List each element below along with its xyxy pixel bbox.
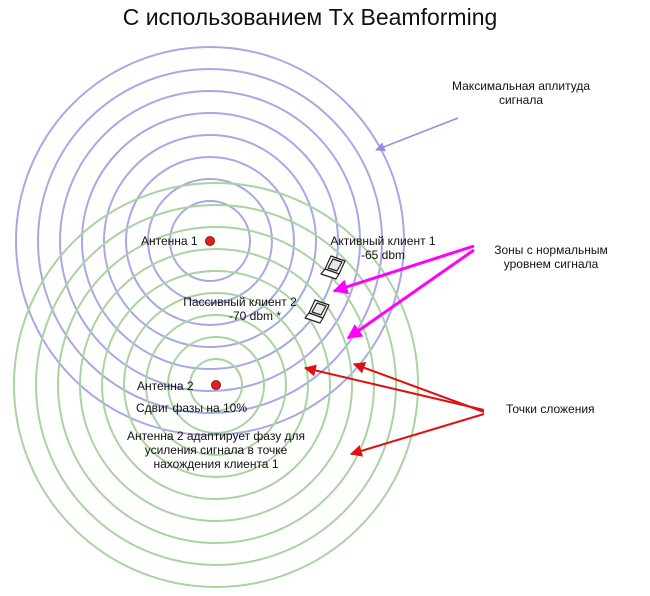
- antenna1-ring: [81, 112, 339, 370]
- antenna2-ring: [145, 314, 287, 456]
- passive-client-label: Пассивный клиент 2 -70 dbm *: [170, 295, 310, 323]
- antenna2-rings: [13, 182, 419, 588]
- normal-zone-arrow: [346, 248, 475, 340]
- antenna2-ring: [167, 336, 265, 434]
- antenna1-ring: [15, 46, 405, 436]
- antenna1-ring: [37, 68, 383, 414]
- adapt-note-line: нахождения клиента 1: [153, 457, 279, 471]
- antenna2-ring: [101, 270, 331, 500]
- active-client-label: Активный клиент 1 -65 dbm: [318, 234, 448, 262]
- active-client-name: Активный клиент 1: [330, 234, 436, 248]
- antenna1-ring: [59, 90, 361, 392]
- passive-client-name: Пассивный клиент 2: [183, 295, 297, 309]
- max-amplitude-line: Максимальная аплитуда: [452, 79, 590, 93]
- antenna2-ring: [79, 248, 353, 522]
- passive-client-signal: -70 dbm *: [228, 309, 282, 323]
- antenna2-ring: [13, 182, 419, 588]
- addition-point-arrow: [349, 413, 485, 457]
- antenna1-ring: [103, 134, 317, 348]
- antenna2-dot-icon: [211, 380, 221, 390]
- antenna1-label: Антенна 1: [141, 234, 198, 248]
- phase-shift-label: Сдвиг фазы на 10%: [136, 401, 247, 415]
- adapt-note-line: усиления сигнала в точке: [144, 443, 288, 457]
- laptop-icon: [304, 299, 330, 324]
- normal-zones-label: Зоны с нормальным уровнем сигнала: [476, 243, 626, 271]
- laptop-icon: [320, 255, 346, 280]
- normal-zones-line: уровнем сигнала: [503, 257, 599, 271]
- addition-points-label: Точки сложения: [506, 402, 595, 416]
- max-amplitude-arrow: [375, 117, 459, 152]
- antenna2-label: Антенна 2: [137, 379, 194, 393]
- max-amplitude-line: сигнала: [498, 93, 544, 107]
- normal-zones-line: Зоны с нормальным: [494, 243, 608, 257]
- antenna1-rings: [15, 46, 405, 436]
- antenna1-ring: [169, 200, 251, 282]
- max-amplitude-label: Максимальная аплитуда сигнала: [436, 79, 606, 107]
- antenna2-ring: [35, 204, 397, 566]
- addition-point-arrow: [303, 364, 485, 411]
- addition-point-arrow: [352, 362, 485, 413]
- antenna1-ring: [125, 156, 295, 326]
- antenna1-ring: [147, 178, 273, 304]
- antenna2-ring: [189, 358, 243, 412]
- normal-zone-arrow: [332, 244, 475, 295]
- antenna2-ring: [123, 292, 309, 478]
- active-client-signal: -65 dbm: [360, 248, 406, 262]
- page-title: С использованием Tx Beamforming: [122, 4, 498, 30]
- adapt-note-line: Антенна 2 адаптирует фазу для: [126, 429, 306, 443]
- adapt-note: Антенна 2 адаптирует фазу для усиления с…: [110, 429, 322, 471]
- antenna1-dot-icon: [205, 236, 215, 246]
